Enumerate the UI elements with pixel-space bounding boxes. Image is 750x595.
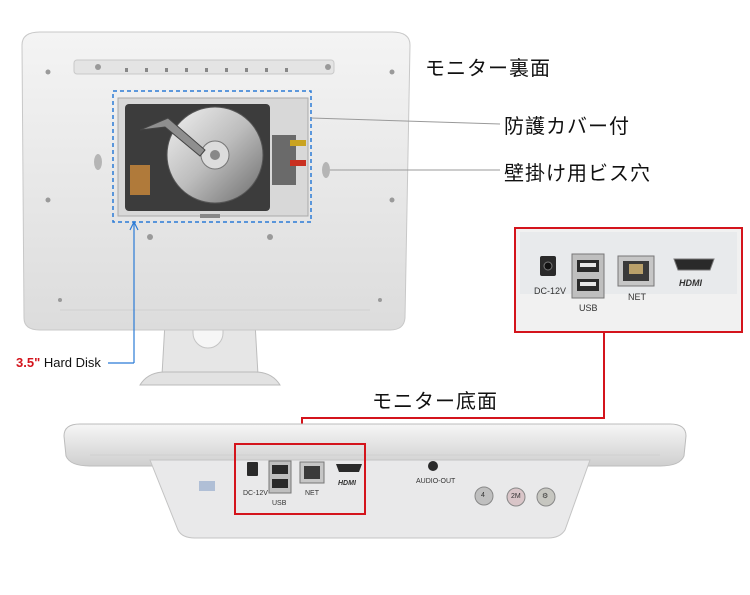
bottom-button-1: 4 xyxy=(481,492,485,499)
zoom-hdmi-label: HDMI xyxy=(679,278,702,288)
bottom-hdmi-label: HDMI xyxy=(338,480,356,487)
hard-disk-image xyxy=(117,97,309,218)
bottom-button-3: ⚙ xyxy=(542,493,549,500)
zoom-dc-label: DC-12V xyxy=(534,286,567,296)
label-wall-mount-hole: 壁掛け用ビス穴 xyxy=(504,161,651,185)
bottom-usb-label: USB xyxy=(272,500,287,507)
bottom-audio-label: AUDIO-OUT xyxy=(416,478,456,485)
hdd-cover-outline xyxy=(112,90,312,223)
bottom-button-2: 2M xyxy=(511,493,521,500)
label-monitor-back: モニター裏面 xyxy=(425,56,551,80)
label-protective-cover: 防護カバー付 xyxy=(504,114,630,138)
label-monitor-bottom: モニター底面 xyxy=(372,389,498,413)
bottom-port-highlight xyxy=(234,443,366,515)
bottom-net-label: NET xyxy=(305,490,319,497)
zoom-net-label: NET xyxy=(628,292,646,302)
monitor-bottom-illustration xyxy=(63,423,687,539)
hard-disk-text: Hard Disk xyxy=(40,355,101,370)
label-hard-disk: 3.5" Hard Disk xyxy=(16,355,101,370)
bottom-dc-label: DC-12V xyxy=(243,490,268,497)
zoom-usb-label: USB xyxy=(579,303,598,313)
hard-disk-size: 3.5" xyxy=(16,355,41,370)
